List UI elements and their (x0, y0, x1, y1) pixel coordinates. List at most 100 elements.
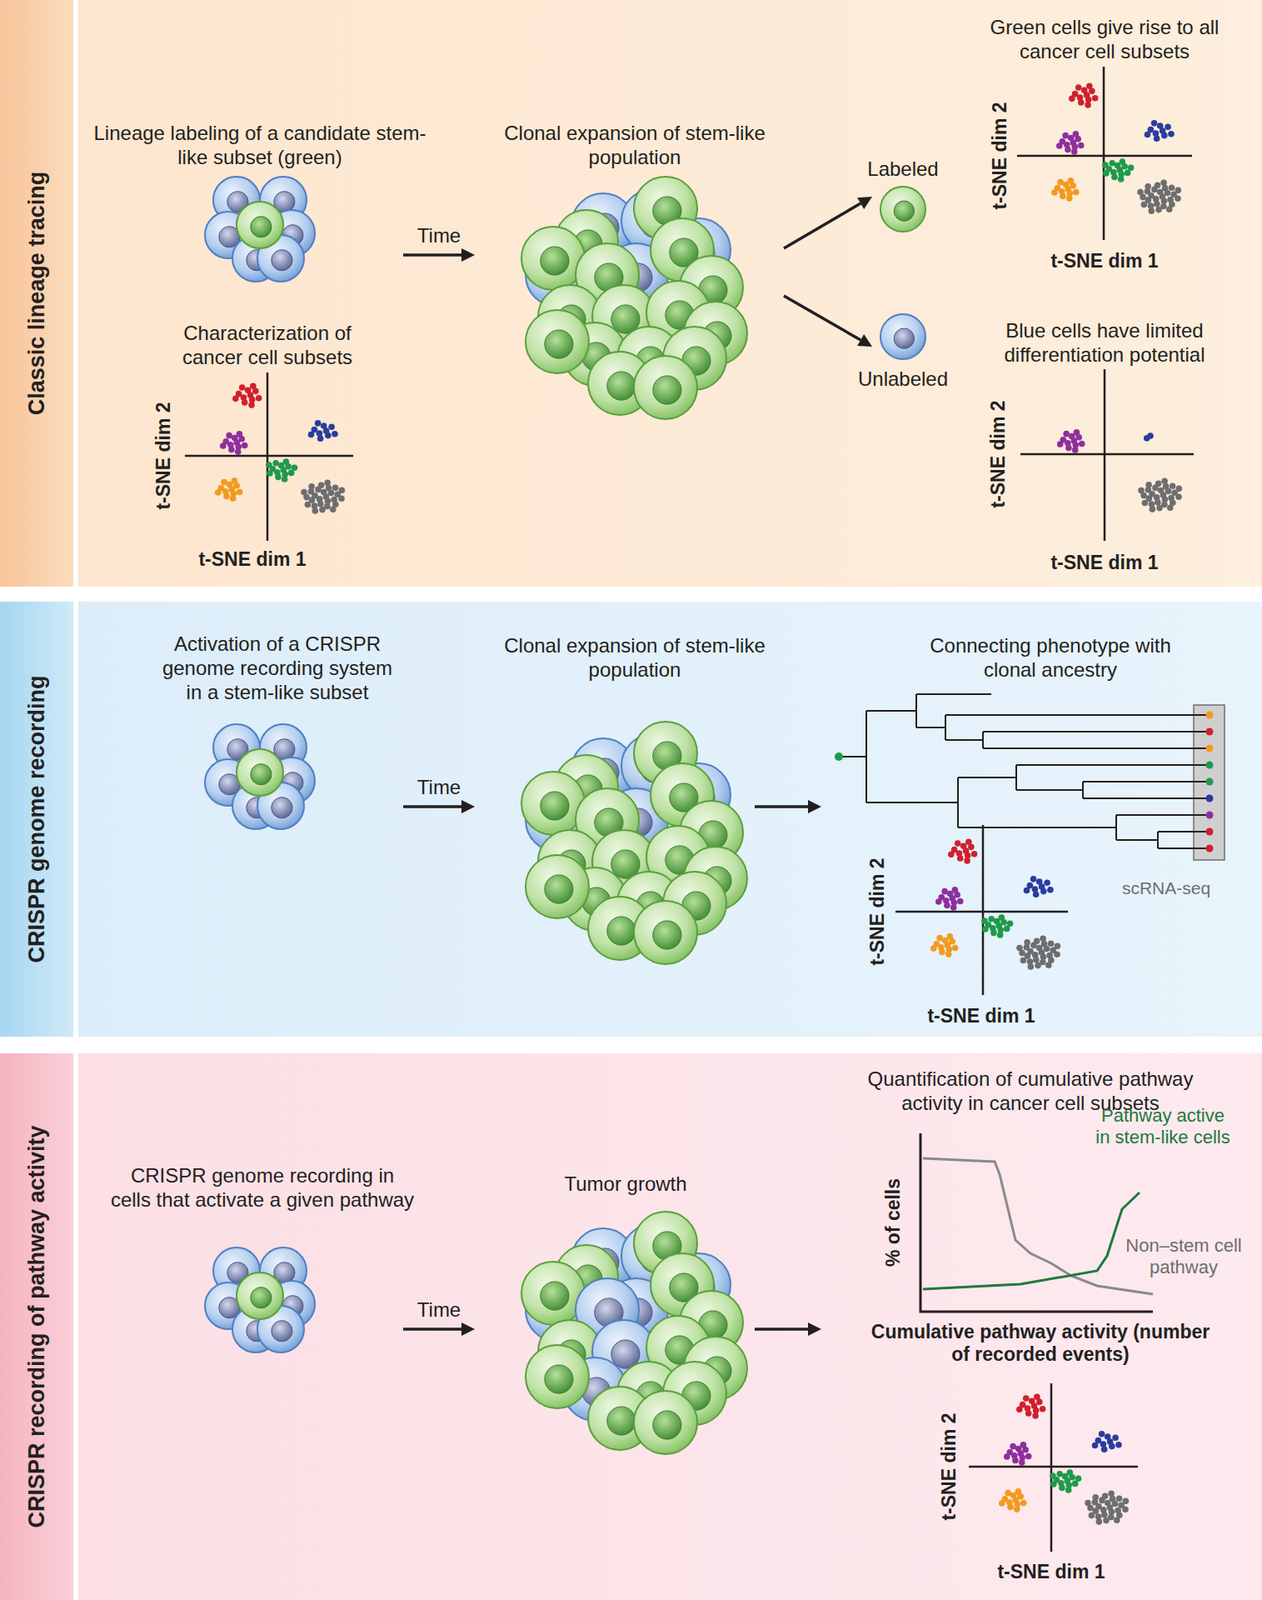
green-cell (525, 309, 589, 374)
leaf-dot (1206, 794, 1214, 803)
data-point (990, 929, 998, 937)
data-point (1072, 189, 1080, 196)
data-point (1162, 184, 1169, 192)
data-point (1007, 1503, 1014, 1511)
data-point (1025, 1409, 1033, 1417)
data-point (1018, 1458, 1026, 1466)
data-point (1092, 1441, 1099, 1449)
data-point (1175, 187, 1183, 195)
data-point (1102, 161, 1109, 169)
axis-label: t-SNE dim 1 (1050, 249, 1158, 273)
data-point (1137, 487, 1145, 494)
data-point (1028, 1396, 1036, 1404)
data-point (981, 917, 988, 924)
data-point (1174, 194, 1182, 202)
data-point (1039, 934, 1047, 942)
caption-label: Connecting phenotype with clonal ancestr… (921, 633, 1180, 682)
cell-nucleus (250, 1286, 272, 1308)
data-point (314, 419, 322, 427)
data-point (930, 944, 938, 952)
data-point (300, 488, 308, 496)
tree-branch (1157, 830, 1210, 833)
green-cell (633, 900, 698, 964)
stem-curve (922, 1192, 1140, 1289)
data-point (1015, 1487, 1023, 1495)
data-point (1050, 1480, 1058, 1487)
data-point (1102, 1491, 1109, 1499)
data-point (308, 431, 315, 439)
data-point (1016, 1406, 1023, 1413)
data-point (1167, 130, 1175, 138)
cell-nucleus (544, 1364, 574, 1393)
data-point (1025, 1452, 1033, 1460)
caption-label: Pathway active in stem-like cells (1094, 1104, 1233, 1148)
axis-label: Cumulative pathway activity (number of r… (865, 1320, 1216, 1366)
arrow-line (783, 203, 861, 249)
leaf-dot (1206, 778, 1214, 786)
arrow-head (857, 334, 873, 347)
arrow-line (754, 1326, 809, 1331)
data-point (318, 481, 325, 489)
data-point (1023, 938, 1031, 946)
data-point (1143, 434, 1151, 442)
tree-branch (945, 738, 983, 741)
data-point (943, 902, 951, 909)
data-point (1072, 130, 1080, 138)
cell-nucleus (607, 1406, 636, 1435)
green-cell (633, 355, 698, 420)
cell-nucleus (271, 1320, 293, 1342)
data-point (1109, 1495, 1117, 1502)
data-point (1072, 446, 1079, 454)
data-point (1102, 169, 1110, 177)
cell-nucleus (250, 763, 272, 785)
data-point (952, 944, 959, 952)
data-point (1098, 1430, 1106, 1437)
data-point (241, 442, 249, 449)
tree-branch (1082, 781, 1084, 799)
data-point (329, 505, 337, 513)
data-point (225, 432, 233, 439)
data-point (965, 838, 973, 845)
data-point (1113, 1516, 1121, 1523)
data-point (1071, 148, 1078, 155)
data-point (1108, 159, 1116, 167)
data-point (1104, 1499, 1112, 1507)
tree-branch (1115, 814, 1118, 840)
tsne-axis (184, 454, 354, 458)
axis-label: t-SNE dim 1 (927, 1004, 1035, 1028)
tsne-axis (982, 824, 985, 995)
data-point (947, 932, 954, 940)
cell-nucleus (271, 249, 293, 271)
data-point (1032, 956, 1040, 963)
data-point (281, 475, 289, 483)
blue-cell (880, 314, 926, 360)
panel-title: CRISPR recording of pathway activity (24, 1124, 50, 1527)
data-point (236, 488, 244, 496)
leaf-dot (1206, 844, 1214, 853)
data-point (1160, 179, 1168, 186)
data-point (1168, 184, 1176, 191)
data-point (1144, 131, 1152, 139)
tsne-axis (968, 1465, 1138, 1468)
caption-label: Non–stem cell pathway (1117, 1234, 1251, 1278)
leaf-dot (1206, 728, 1214, 736)
tree-branch (1082, 780, 1210, 783)
data-point (935, 897, 943, 905)
tree-branch (866, 801, 958, 804)
caption-label: Time (417, 223, 461, 248)
data-point (1057, 179, 1064, 186)
data-point (1056, 142, 1063, 150)
data-point (1066, 194, 1073, 202)
data-point (1085, 96, 1093, 104)
data-point (265, 461, 273, 469)
data-point (1117, 175, 1125, 183)
data-point (957, 854, 964, 862)
tree-branch (1016, 788, 1083, 791)
data-point (1067, 177, 1075, 185)
root-dot (834, 752, 843, 761)
data-point (1151, 119, 1158, 127)
data-point (229, 494, 237, 502)
data-point (248, 401, 255, 409)
data-point (1088, 1511, 1096, 1519)
data-point (1167, 503, 1174, 511)
